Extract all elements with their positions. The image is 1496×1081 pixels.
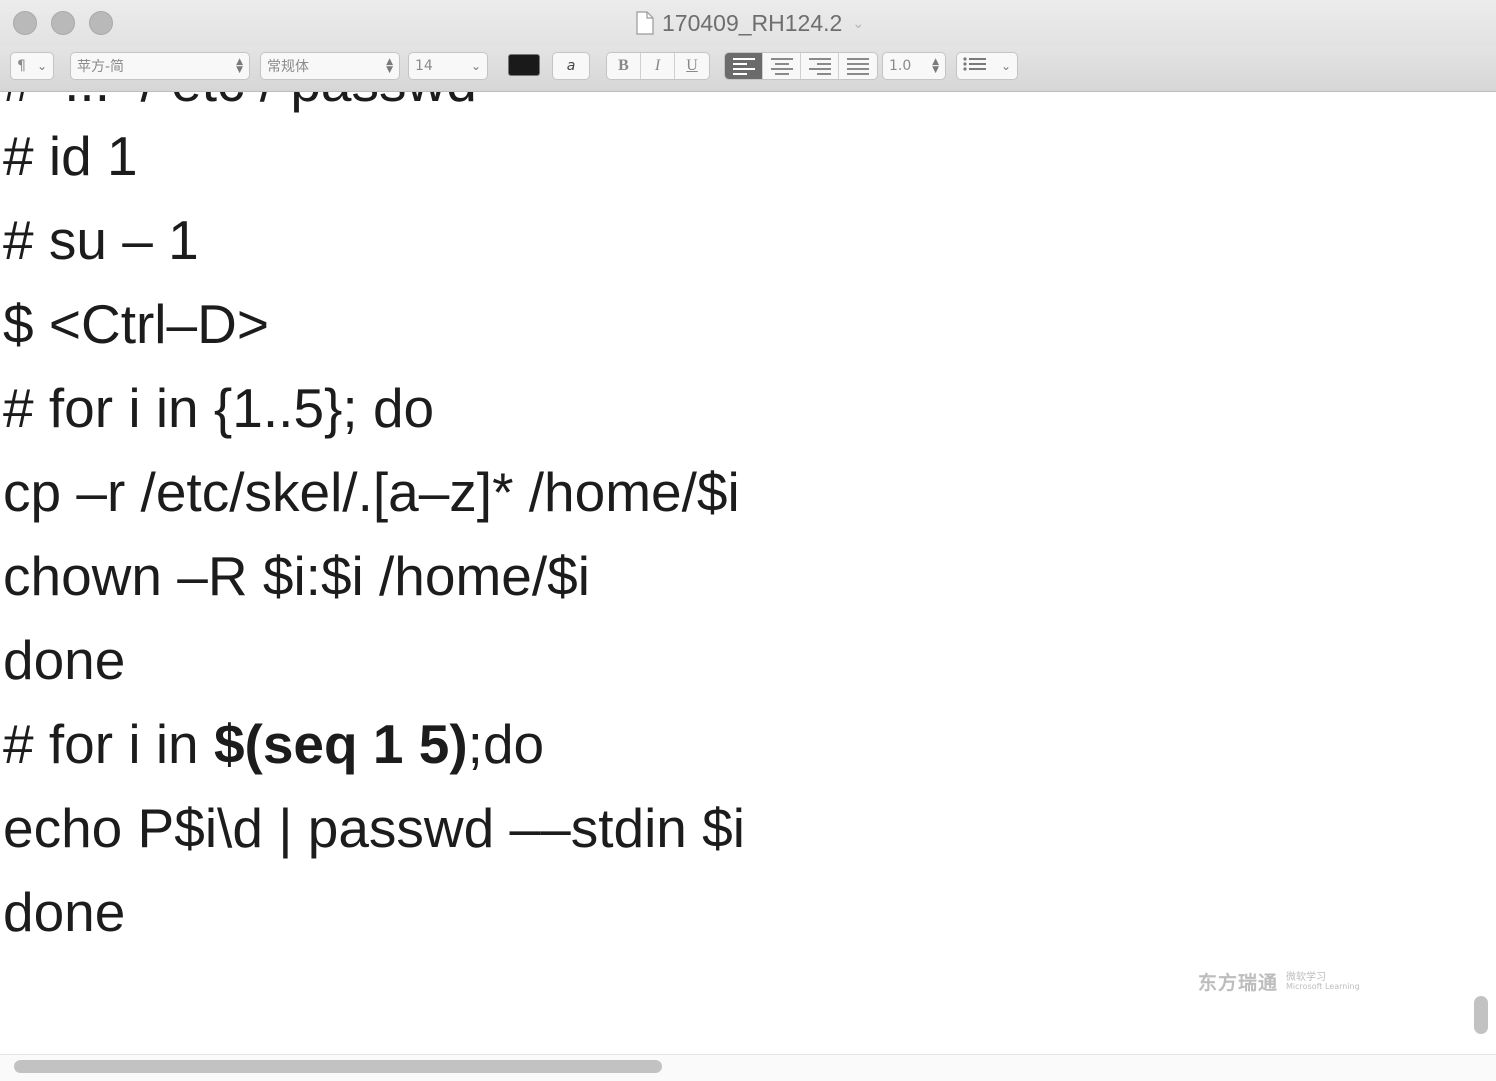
text-line: chown –R $i:$i /home/$i	[3, 545, 590, 607]
text-line: done	[3, 629, 126, 691]
close-window-button[interactable]	[13, 11, 37, 35]
minimize-window-button[interactable]	[51, 11, 75, 35]
paragraph-style-popup[interactable]: ¶ ⌄	[10, 52, 54, 80]
alignment-group	[724, 52, 878, 80]
align-right-icon	[808, 57, 831, 75]
align-center-button[interactable]	[763, 53, 801, 79]
font-family-value: 苹方-简	[77, 59, 125, 75]
font-family-popup[interactable]: 苹方-简 ▲▼	[70, 52, 250, 80]
align-justify-button[interactable]	[839, 53, 877, 79]
align-center-icon	[770, 57, 793, 75]
horizontal-scrollbar-thumb[interactable]	[14, 1060, 662, 1073]
vertical-scrollbar-thumb[interactable]	[1474, 996, 1488, 1034]
title-bar: 170409_RH124.2 ⌄	[0, 0, 1496, 46]
highlight-color-button[interactable]: a	[552, 52, 590, 80]
text-line: # for i in {1..5}; do	[3, 377, 435, 439]
format-toolbar: ¶ ⌄ 苹方-简 ▲▼ 常规体 ▲▼ 14 ⌄ a B I U	[0, 46, 1496, 92]
up-down-arrows-icon: ▲▼	[932, 57, 939, 75]
bold-button[interactable]: B	[607, 53, 641, 79]
font-style-value: 常规体	[267, 59, 309, 75]
watermark-brand: 东方瑞通	[1198, 972, 1279, 994]
align-left-icon	[732, 57, 755, 75]
text-line: done	[3, 881, 126, 943]
text-line: $ <Ctrl–D>	[3, 293, 269, 355]
bold-text-run: $(seq 1 5)	[213, 713, 468, 775]
window-title: 170409_RH124.2	[662, 9, 843, 36]
chevron-down-icon: ⌄	[470, 59, 481, 73]
chevron-down-icon: ⌄	[1000, 59, 1011, 73]
window-title-area[interactable]: 170409_RH124.2 ⌄	[636, 8, 864, 38]
watermark-sub2: Microsoft Learning	[1286, 981, 1360, 991]
text-run: ;do	[467, 713, 545, 775]
paragraph-style-icon: ¶	[17, 58, 26, 74]
text-line: cp –r /etc/skel/.[a–z]* /home/$i	[3, 461, 740, 523]
align-right-button[interactable]	[801, 53, 839, 79]
font-style-popup[interactable]: 常规体 ▲▼	[260, 52, 400, 80]
text-line: # id 1	[3, 125, 138, 187]
cut-off-line: # ... / etc / passwd	[3, 92, 477, 112]
line-spacing-value: 1.0	[889, 58, 912, 74]
align-justify-icon	[847, 57, 869, 75]
text-color-well[interactable]	[508, 54, 540, 76]
align-left-button[interactable]	[725, 53, 763, 79]
text-style-group: B I U	[606, 52, 710, 80]
list-icon	[963, 56, 987, 76]
text-line: # su – 1	[3, 209, 199, 271]
text-line: echo P$i\d | passwd ––stdin $i	[3, 797, 745, 859]
zoom-window-button[interactable]	[89, 11, 113, 35]
watermark-sub1: 微软学习	[1286, 971, 1327, 983]
font-size-value: 14	[415, 58, 433, 74]
watermark-sub: 微软学习 Microsoft Learning	[1286, 971, 1360, 991]
document-icon	[636, 11, 654, 35]
watermark-logo: 东方瑞通 微软学习 Microsoft Learning	[1198, 968, 1360, 995]
highlight-icon: a	[566, 58, 576, 74]
up-down-arrows-icon: ▲▼	[236, 57, 243, 75]
list-style-popup[interactable]: ⌄	[956, 52, 1018, 80]
line-spacing-popup[interactable]: 1.0 ▲▼	[882, 52, 946, 80]
up-down-arrows-icon: ▲▼	[386, 57, 393, 75]
underline-button[interactable]: U	[686, 57, 698, 74]
chevron-down-icon: ⌄	[36, 59, 47, 73]
text-run: # for i in	[3, 713, 214, 775]
italic-button[interactable]: I	[641, 53, 675, 79]
font-size-combo[interactable]: 14 ⌄	[408, 52, 488, 80]
text-line: # for i in $(seq 1 5);do	[3, 714, 544, 774]
document-text-area[interactable]: # ... / etc / passwd # id 1 # su – 1 $ <…	[0, 92, 1468, 1054]
title-chevron-icon[interactable]: ⌄	[852, 14, 865, 31]
